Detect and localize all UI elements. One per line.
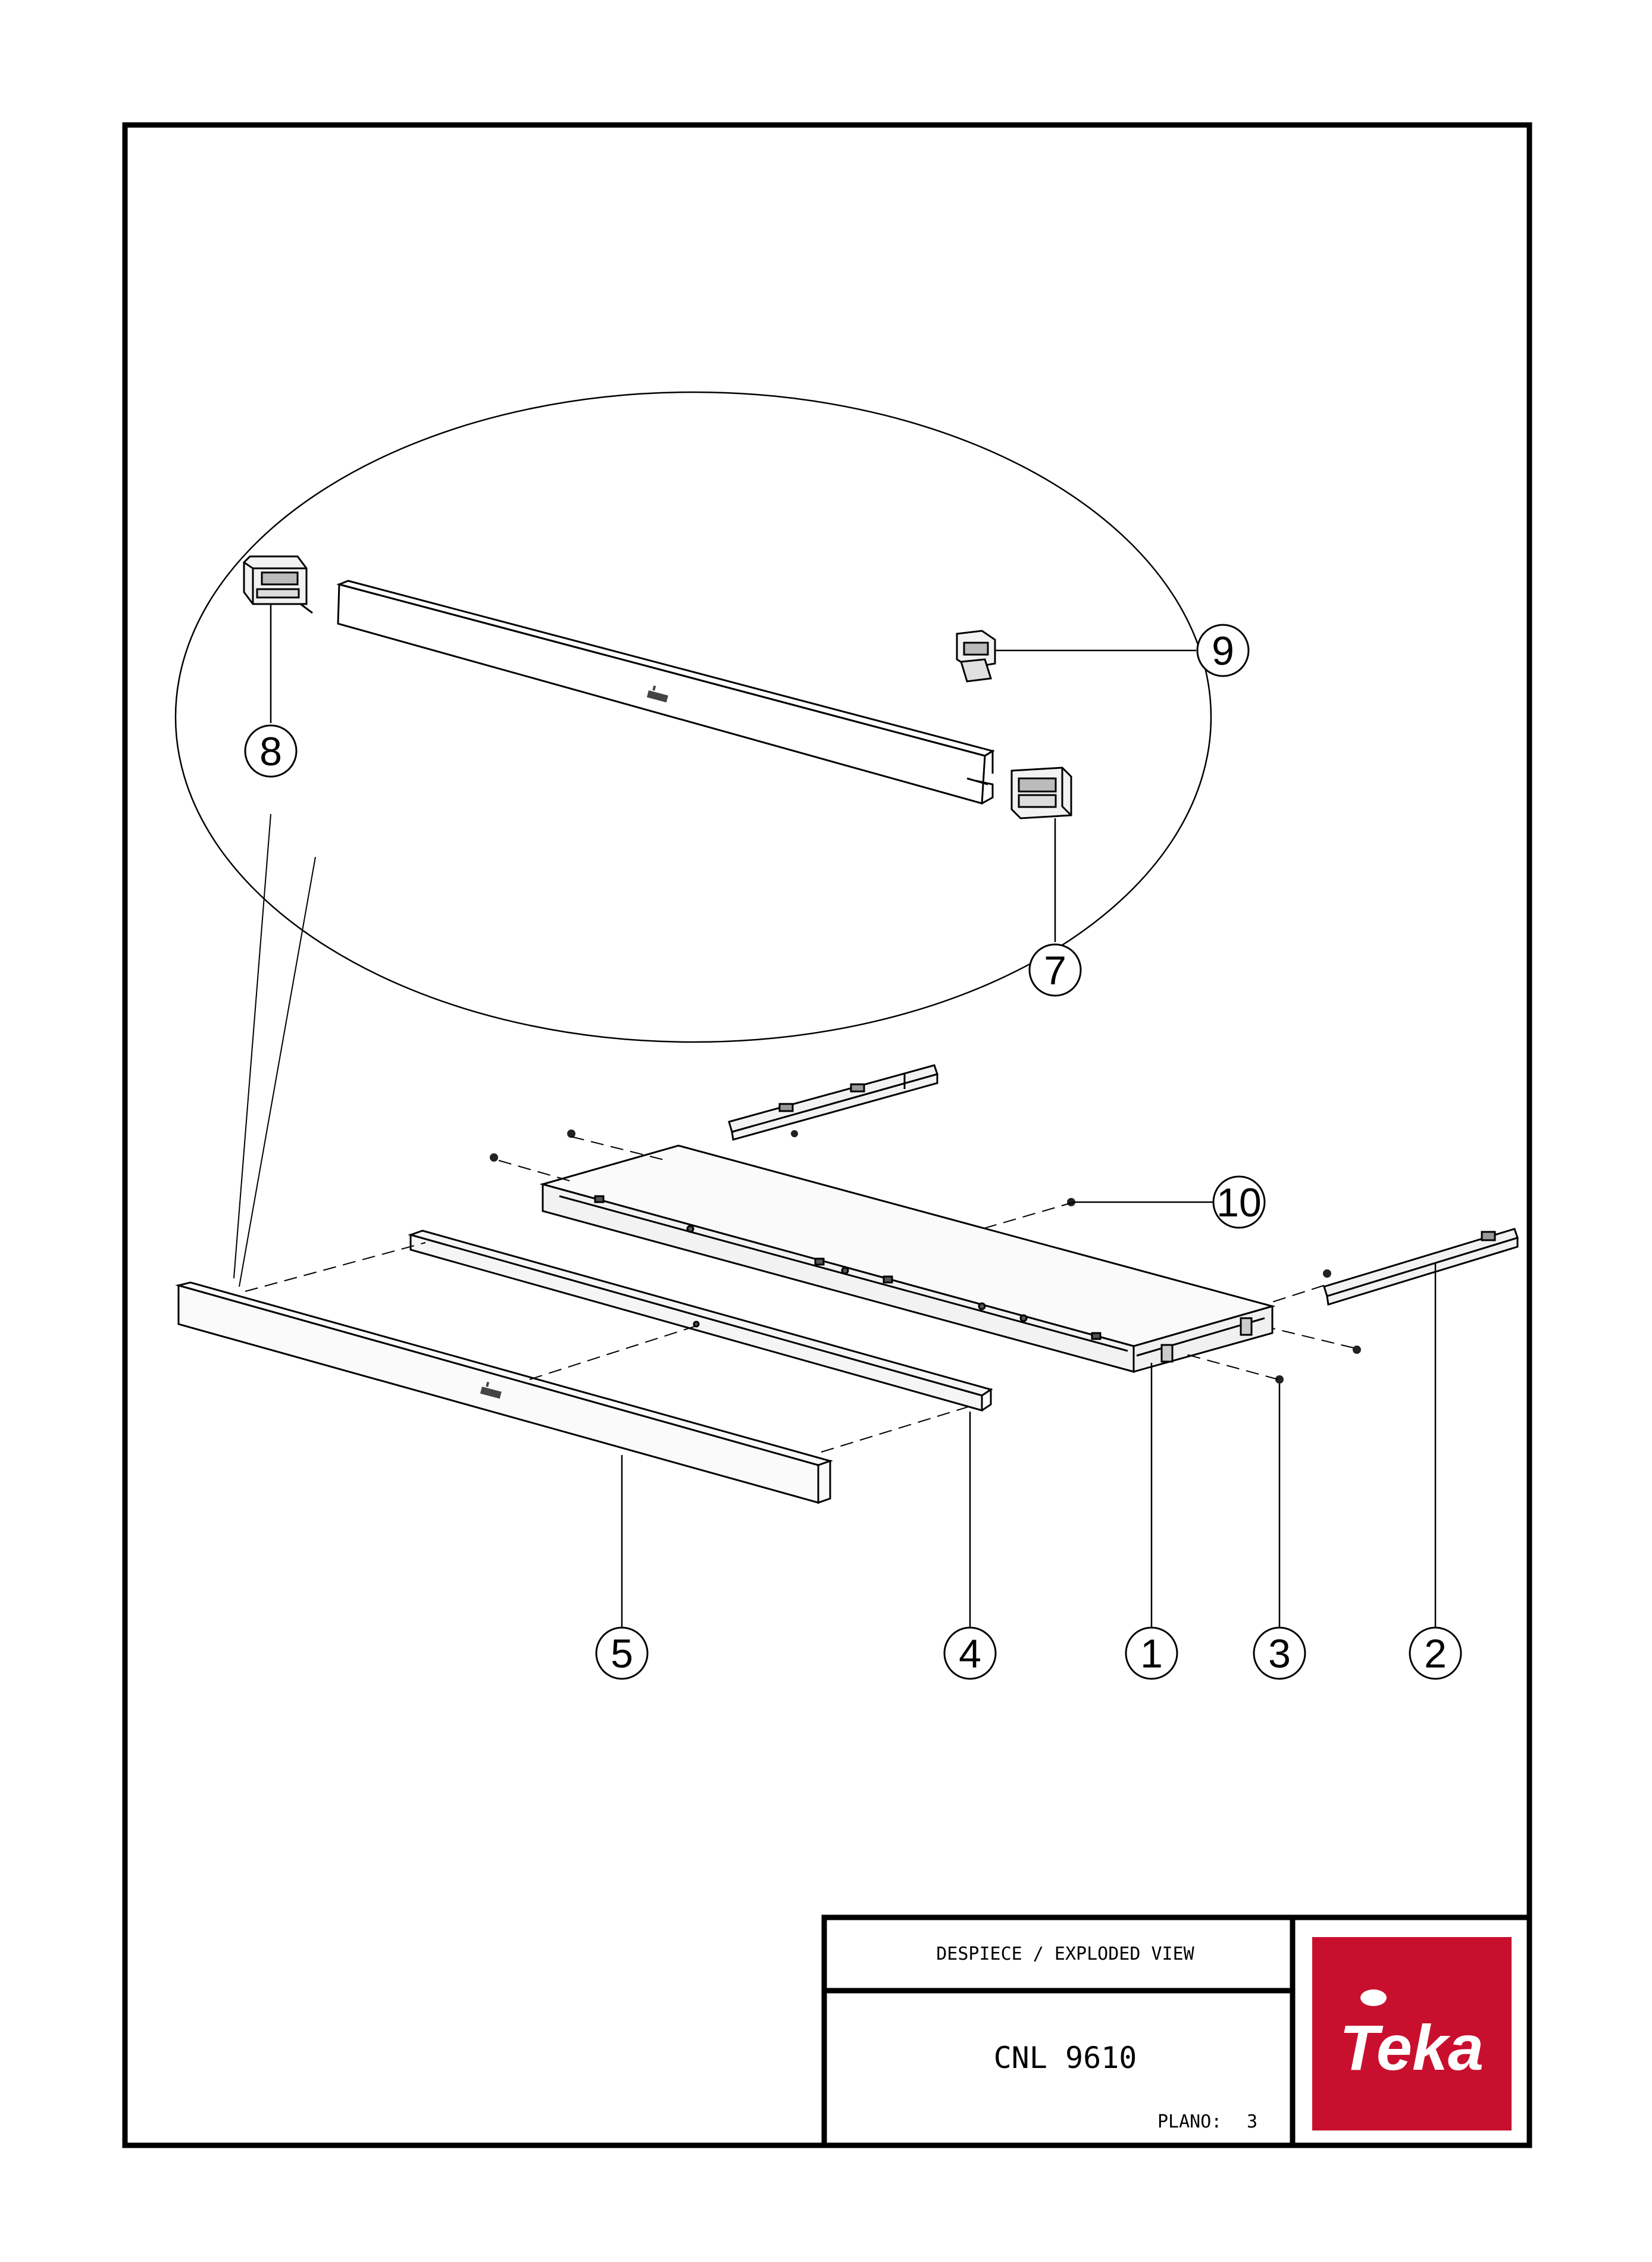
callout-label: 10 (1216, 1180, 1262, 1225)
callout-label: 8 (259, 729, 282, 774)
model-number: CNL 9610 (994, 2041, 1137, 2075)
callout-label: 3 (1268, 1631, 1291, 1676)
part-9-clip (956, 630, 996, 683)
callout-1: 1 (1125, 1626, 1178, 1680)
screws (490, 1130, 1361, 1384)
title-block-heading: DESPIECE / EXPLODED VIEW (936, 1944, 1194, 1964)
callout-label: 7 (1044, 948, 1066, 993)
drawing-frame (122, 122, 1532, 2148)
callout-5: 5 (595, 1626, 649, 1680)
screw (1353, 1346, 1361, 1354)
callout-label: 9 (1212, 628, 1234, 674)
teka-logo-wordmark: Teka (1340, 2011, 1484, 2083)
projection-line (233, 814, 271, 1279)
teka-badge-small (646, 685, 668, 703)
callout-8: 8 (244, 724, 298, 778)
callout-7: 7 (1028, 943, 1082, 997)
part-7-end-cap (1010, 766, 1072, 819)
part-4-front-rail (408, 1229, 993, 1412)
callout-2: 2 (1409, 1626, 1462, 1680)
plano-number: 3 (1247, 2111, 1257, 2132)
title-block-frame (821, 1914, 1532, 2148)
callout-4: 4 (943, 1626, 997, 1680)
callout-label: 5 (611, 1631, 633, 1676)
screw (1323, 1269, 1331, 1278)
title-block: DESPIECE / EXPLODED VIEW CNL 9610 PLANO:… (821, 1914, 1532, 2148)
callout-label: 2 (1424, 1631, 1447, 1676)
teka-logo-background (1312, 1937, 1512, 2130)
callout-label: 1 (1140, 1631, 1163, 1676)
callout-9: 9 (1196, 624, 1250, 677)
screw (490, 1153, 498, 1162)
screw (791, 1130, 798, 1137)
callouts: 1 2 3 4 5 7 8 9 (244, 624, 1462, 1680)
part-2-slide-rail (1323, 1228, 1519, 1306)
main-assembly (175, 1064, 1519, 1628)
callout-10: 10 (1212, 1175, 1266, 1229)
detail-view (174, 391, 1212, 1287)
teka-logo-dot (1360, 1989, 1387, 2006)
plano-label: PLANO: (1157, 2111, 1222, 2132)
part-8-end-bracket (243, 555, 313, 614)
assembly-dash-lines (245, 1136, 1354, 1453)
callout-3: 3 (1253, 1626, 1306, 1680)
channel-bar-detail (336, 580, 995, 805)
callout-label: 4 (959, 1631, 981, 1676)
screw (1275, 1375, 1284, 1384)
teka-logo: Teka (1312, 1937, 1512, 2130)
part-1-drawer-tray (539, 1144, 1276, 1373)
part-5-front-bar (175, 1281, 834, 1504)
projection-line (239, 856, 316, 1287)
detail-ellipse (174, 391, 1212, 1043)
screw (567, 1130, 575, 1138)
rear-slide-rail (728, 1064, 938, 1141)
